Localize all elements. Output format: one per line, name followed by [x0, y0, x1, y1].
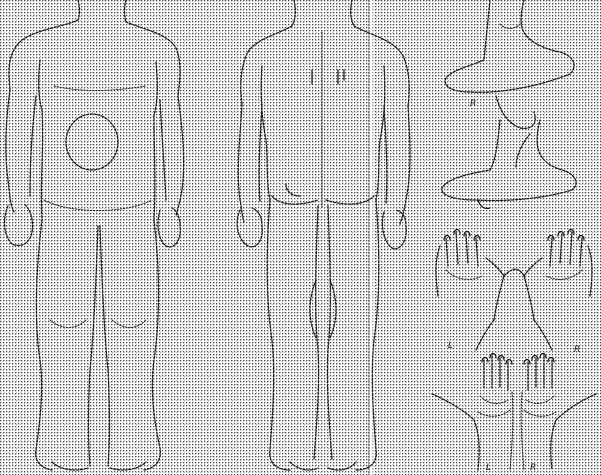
hands-palmar-label-right: R — [530, 463, 536, 473]
feet-label-upper: R — [470, 99, 476, 109]
hands-dorsal-label-left: L — [448, 341, 453, 351]
hands-palmar-label-left: L — [486, 463, 491, 473]
hands-dorsal-label-right: R — [574, 345, 580, 355]
